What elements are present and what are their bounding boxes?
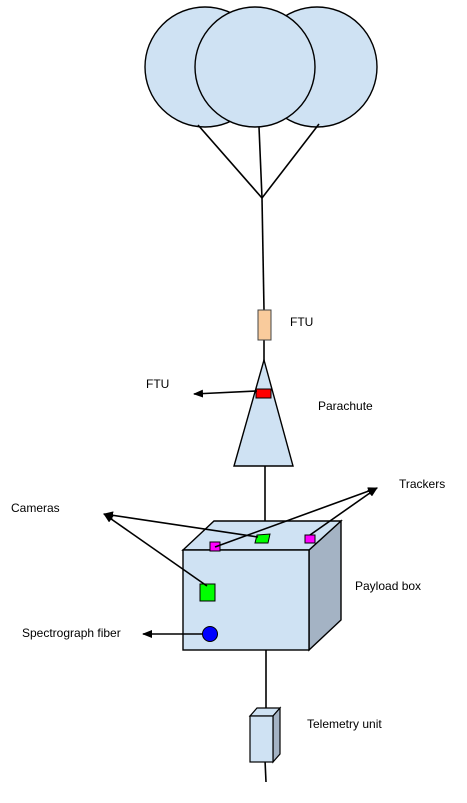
tracker-right-arrow bbox=[309, 487, 378, 536]
camera-front-arrow bbox=[103, 513, 208, 587]
tether-line-upper bbox=[261, 197, 265, 311]
parachute bbox=[233, 357, 294, 467]
balloon-center bbox=[194, 6, 316, 128]
spectrograph-fiber-label: Spectrograph fiber bbox=[22, 626, 121, 640]
ftu-left-label: FTU bbox=[146, 377, 169, 391]
cameras-label: Cameras bbox=[11, 501, 60, 515]
spectrograph-fiber-port bbox=[202, 626, 218, 642]
ftu-lower-unit bbox=[255, 388, 272, 399]
parachute-label: Parachute bbox=[318, 399, 373, 413]
camera-top-arrow bbox=[103, 511, 259, 538]
tracker-left-arrow bbox=[214, 487, 378, 548]
telemetry-unit bbox=[248, 706, 282, 764]
camera-front bbox=[199, 583, 216, 602]
ftu-top-label: FTU bbox=[290, 315, 313, 329]
telemetry-unit-label: Telemetry unit bbox=[307, 717, 382, 731]
balloon-lines bbox=[197, 123, 320, 199]
ftu-upper-unit bbox=[257, 309, 272, 341]
tether-line-bottom bbox=[264, 759, 267, 783]
ftu-arrow bbox=[193, 389, 258, 398]
balloon-cluster bbox=[144, 6, 378, 128]
payload-box-label: Payload box bbox=[355, 579, 421, 593]
camera-top bbox=[254, 533, 271, 544]
trackers-label: Trackers bbox=[399, 477, 445, 491]
tracker-right bbox=[304, 534, 316, 544]
